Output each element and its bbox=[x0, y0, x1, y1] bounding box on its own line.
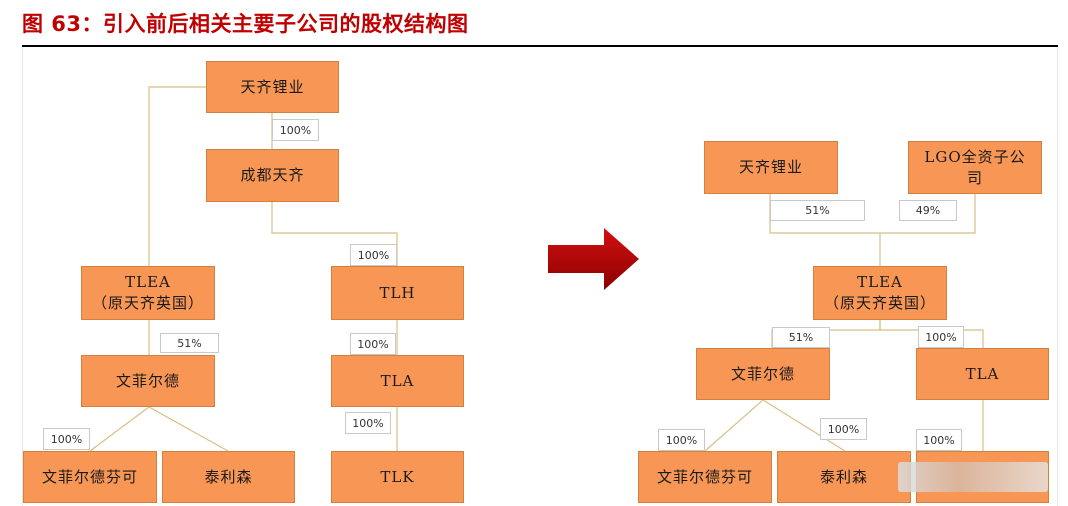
transition-arrow-icon bbox=[548, 228, 639, 290]
node-tianqi-before: 天齐锂业 bbox=[206, 61, 339, 113]
node-tla-after: TLA bbox=[916, 348, 1049, 400]
pct-tla-tlk: 100% bbox=[345, 412, 391, 434]
pct-tla-tailisen-after: 100% bbox=[916, 429, 962, 451]
node-wenfeierde-before: 文菲尔德 bbox=[81, 355, 215, 407]
pct-wenfeierde-tailisen-after: 100% bbox=[820, 418, 867, 440]
node-tlh: TLH bbox=[331, 266, 464, 320]
pct-tlea-tla-after: 100% bbox=[918, 326, 964, 348]
node-wenfeierde-fenke-after: 文菲尔德芬可 bbox=[638, 451, 772, 503]
node-label: 泰利森 bbox=[819, 467, 868, 486]
left-border bbox=[22, 47, 23, 506]
node-label: TLH bbox=[379, 283, 416, 302]
node-label: 天齐锂业 bbox=[240, 77, 305, 96]
node-tlk: TLK bbox=[331, 451, 464, 503]
pct-tianqi-chengdu: 100% bbox=[272, 119, 319, 141]
node-label-line2: （原天齐英国） bbox=[91, 294, 204, 312]
node-label: TLA bbox=[380, 371, 415, 390]
node-wenfeierde-fenke-before: 文菲尔德芬可 bbox=[23, 451, 157, 503]
pct-lgo-tlea: 49% bbox=[899, 200, 957, 221]
node-tla-before: TLA bbox=[331, 355, 464, 407]
node-lgo-subsidiary: LGO全资子公 司 bbox=[908, 141, 1042, 194]
node-label-line1: LGO全资子公 bbox=[924, 147, 1026, 166]
node-label-line2: 司 bbox=[966, 168, 983, 187]
blurred-watermark bbox=[898, 462, 1048, 492]
node-tlea-before: TLEA （原天齐英国） bbox=[81, 266, 215, 320]
pct-tlh-tla: 100% bbox=[350, 333, 396, 355]
node-label: 成都天齐 bbox=[240, 166, 305, 184]
node-tailisen-before: 泰利森 bbox=[162, 451, 295, 503]
node-label: 泰利森 bbox=[204, 467, 253, 486]
pct-tlea-wenfeierde-after: 51% bbox=[772, 327, 830, 348]
node-label: 文菲尔德芬可 bbox=[656, 467, 753, 486]
node-label: 天齐锂业 bbox=[738, 158, 803, 176]
right-border bbox=[1057, 47, 1058, 506]
node-label: 文菲尔德 bbox=[115, 371, 180, 390]
figure-title: 图 63：引入前后相关主要子公司的股权结构图 bbox=[22, 12, 469, 36]
line-chengdu-tlh bbox=[271, 202, 398, 266]
node-chengdu-tianqi: 成都天齐 bbox=[206, 149, 339, 202]
title-divider bbox=[22, 45, 1058, 47]
pct-tlea-wenfeierde: 51% bbox=[160, 333, 219, 353]
node-tailisen-after: 泰利森 bbox=[777, 451, 911, 503]
node-tlea-after: TLEA （原天齐英国） bbox=[813, 266, 947, 320]
pct-chengdu-tlh: 100% bbox=[350, 244, 397, 266]
node-label-line1: TLEA bbox=[125, 273, 171, 291]
node-label: 文菲尔德芬可 bbox=[41, 467, 138, 486]
node-tianqi-after: 天齐锂业 bbox=[704, 141, 838, 194]
node-label-line1: TLEA bbox=[857, 273, 903, 291]
pct-wenfeierde-fenke: 100% bbox=[43, 428, 90, 450]
node-label: 文菲尔德 bbox=[730, 364, 795, 383]
node-wenfeierde-after: 文菲尔德 bbox=[696, 348, 830, 400]
line-wenfeierde-children bbox=[89, 406, 229, 452]
node-label: TLA bbox=[965, 364, 1000, 383]
pct-wenfeierde-fenke-after: 100% bbox=[658, 429, 705, 451]
line-tianqi-tlea bbox=[148, 86, 207, 266]
line-wenfeierde-children-after bbox=[704, 399, 846, 452]
pct-tianqi-tlea: 51% bbox=[770, 200, 865, 221]
node-label-line2: （原天齐英国） bbox=[823, 294, 936, 312]
node-label: TLK bbox=[380, 467, 415, 486]
